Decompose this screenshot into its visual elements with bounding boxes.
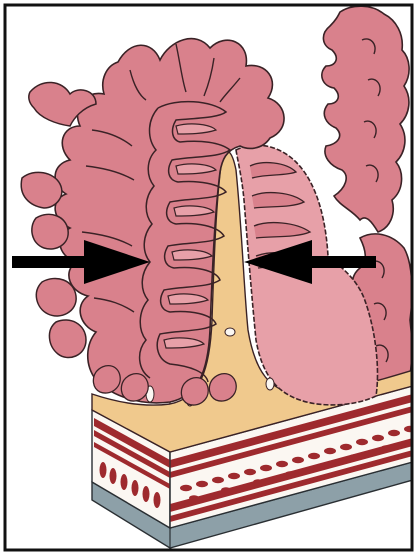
illustration-canvas xyxy=(0,0,417,555)
intestinal-wall-illustration xyxy=(0,0,417,555)
